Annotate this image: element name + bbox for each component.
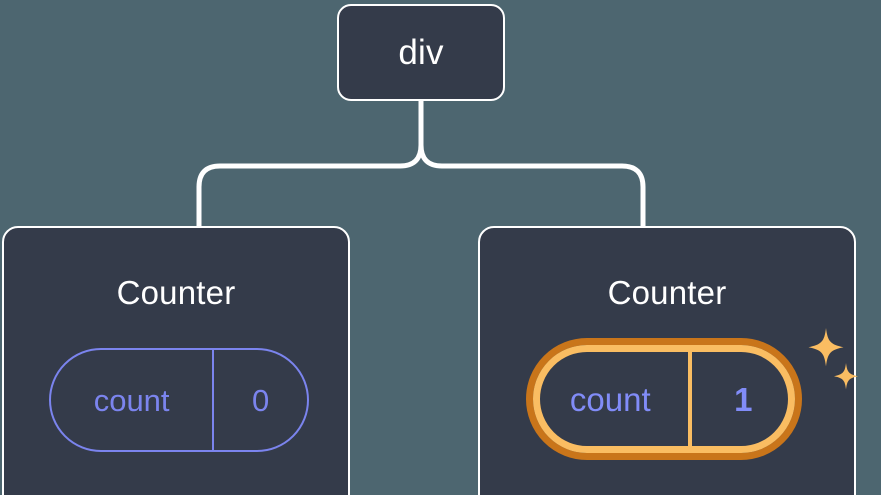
node-label-counter-1: Counter [607,274,727,311]
state-value-counter-1: 1 [734,380,753,418]
state-value-counter-0: 0 [252,382,270,418]
state-pill-divider-1 [687,345,692,453]
state-key-counter-0: count [93,382,170,418]
sparkle-icon-large [808,328,844,367]
connector-branch-right [418,142,646,231]
state-key-counter-1: count [569,380,651,418]
sparkles-group [808,328,858,390]
state-pill-counter-0[interactable]: count 0 [49,348,309,452]
node-label-counter-0: Counter [116,274,236,311]
state-pill-divider-0 [212,350,215,450]
tree-node-counter-0[interactable]: Counter count 0 [2,226,350,495]
connector-branch-left [196,142,424,231]
tree-node-root[interactable]: div [337,4,505,101]
node-label-root: div [398,33,444,72]
sparkle-icon-small [834,363,858,390]
tree-node-counter-1[interactable]: Counter count 1 [478,226,858,495]
state-pill-counter-1[interactable]: count 1 [526,338,802,460]
